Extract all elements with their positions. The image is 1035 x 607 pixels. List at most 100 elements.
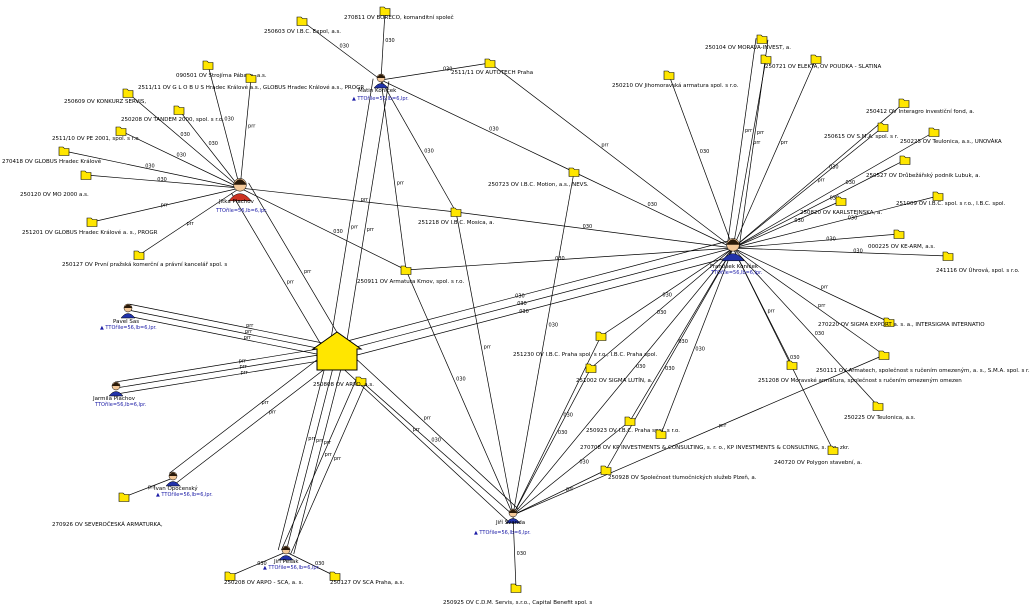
house-icon xyxy=(311,331,363,371)
person-name: Jiří Pešák xyxy=(273,558,299,565)
company-label: 250928 OV Společnost tlumočnických služe… xyxy=(608,474,757,481)
edge-label: 030 xyxy=(648,202,658,208)
edge-label: prr xyxy=(484,344,492,350)
company-node[interactable]: 2511/10 OV PE 2001, spol. s r.o. xyxy=(52,126,141,142)
company-node[interactable]: 250609 OV KONKURZ SERVIS, xyxy=(64,88,146,105)
folder-icon xyxy=(600,465,612,475)
company-node[interactable]: 251201 OV GLOBUS Hradec Králové a. s., P… xyxy=(22,217,158,236)
company-node[interactable]: 2511/11 OV AUTOTECH Praha xyxy=(451,58,533,76)
company-node[interactable]: 250120 OV MO 2000 a.s. xyxy=(20,170,92,198)
company-label: 240720 OV Polygon stavební, a. xyxy=(774,459,862,466)
folder-icon xyxy=(655,429,667,439)
edge-label: 030 xyxy=(826,236,836,242)
company-node[interactable]: 251002 OV SIGMA LUTÍN, a. xyxy=(576,363,653,384)
edge-label: prr xyxy=(745,128,753,134)
company-node[interactable]: 250808 OV ARPO, a.s. xyxy=(313,376,374,388)
company-node[interactable]: 250127 OV První pražská komerční a právn… xyxy=(62,250,227,268)
edge-label: 030 xyxy=(662,292,672,298)
company-node[interactable]: 241116 OV Úhrová, spol. s r.o. xyxy=(936,251,1020,274)
company-node[interactable]: 250104 OV MORAVA-INVEST, a. xyxy=(705,34,791,51)
folder-icon xyxy=(115,126,127,136)
company-node[interactable]: 251208 OV Moravské armatura, společnost … xyxy=(758,360,962,384)
company-node[interactable]: 251218 OV I.B.C. Mosica, a. xyxy=(418,207,494,226)
edge-label: 030 xyxy=(636,364,646,370)
edge-label: 030 xyxy=(180,132,190,138)
company-node[interactable]: 250208 OV ARPO - SCA, a. s. xyxy=(224,571,304,586)
edge-label: prr xyxy=(397,181,405,187)
company-label: 250120 OV MO 2000 a.s. xyxy=(20,192,89,198)
edge-label: prr xyxy=(246,323,254,329)
edge-p_jitka-c09 xyxy=(63,150,241,189)
company-node[interactable]: 270418 OV GLOBUS Hradec Králové xyxy=(2,146,102,165)
edge-p_jiri_s-c30 xyxy=(512,335,602,516)
edge-p_ivan-HOUSE xyxy=(169,346,334,474)
edge-label: prr xyxy=(287,279,295,285)
edge-label: prr xyxy=(248,124,256,130)
company-node[interactable]: 250923 OV I.B.C. Praha spol. s r.o. xyxy=(586,416,680,434)
company-node[interactable]: 250721 OV ELEKTA, xyxy=(760,54,819,70)
person-node[interactable]: Jiří Švanda▲ TTOřile=56,lb=6,lpr. xyxy=(474,508,531,536)
person-node[interactable]: Jiří Pešák▲ TTOřile=56,lb=6,lpr. xyxy=(263,545,320,571)
edge-p_jitka-HOUSE xyxy=(231,192,329,358)
company-node[interactable]: 240720 OV Polygon stavební, a. xyxy=(774,445,862,466)
company-node[interactable]: 250820 OV KARLSTEJNSKA, a. xyxy=(800,196,882,216)
person-node[interactable]: Matin Koníček▲ TTOřile=56,lb=6,lpr. xyxy=(352,73,409,102)
edge-label: 030 xyxy=(549,322,559,328)
person-detail: TTOřile=56,lb=6,lpr. xyxy=(215,207,268,214)
edge-label: prr xyxy=(240,364,248,370)
company-node[interactable]: 250911 OV Armatura Kmov, spol. s r.o. xyxy=(357,265,464,285)
edge-p_frant-c31 xyxy=(590,247,734,369)
company-node[interactable]: 270811 OV BORECO, komanditní společ xyxy=(344,6,454,21)
company-label: 250527 OV Drůbežářský podnik Lubuk, a. xyxy=(866,172,980,179)
folder-icon xyxy=(810,54,822,64)
company-label: 251218 OV I.B.C. Mosica, a. xyxy=(418,220,494,226)
company-node[interactable]: 250225 OV Teulonica, a.s., UNOVÁKA xyxy=(900,127,1002,145)
edge-label: prr xyxy=(818,177,826,183)
folder-icon xyxy=(379,6,391,16)
company-node[interactable]: 250412 OV Interagro investiční fond, a. xyxy=(866,98,975,115)
edge-p_matin-HOUSE xyxy=(344,81,390,354)
edge-p_frant-c16 xyxy=(726,38,757,248)
company-label: 250412 OV Interagro investiční fond, a. xyxy=(866,108,975,115)
edge-label: prr xyxy=(316,438,324,444)
company-node[interactable]: 250127 OV SCA Praha, a.s. xyxy=(329,571,405,586)
edge-p_frant-c24 xyxy=(732,200,842,249)
edge-label: 030 xyxy=(815,331,825,337)
company-node[interactable]: 270926 OV SEVEROČESKÁ ARMATURKA, xyxy=(52,492,163,528)
edge-p_jiri_s-c15 xyxy=(405,269,514,516)
company-label: 250603 OV I.B.C. Expol, a.s. xyxy=(264,29,341,35)
company-node[interactable]: 250225 OV Teulonica, a.s. xyxy=(844,401,916,421)
company-node[interactable]: 250208 OV TANDEM 2000, spol. s r.o. xyxy=(121,105,224,123)
company-node[interactable]: 250111 OV Armatech, společnost s ručením… xyxy=(816,350,1030,374)
company-node[interactable]: 090501 OV Strojírna Pábava, a.s. xyxy=(176,60,267,79)
person-node[interactable]: Pavel Sas▲ TTOřile=56,lb=6,lpr. xyxy=(100,303,157,331)
edge-label: prr xyxy=(367,227,375,233)
company-node[interactable]: 2511/11 OV G L O B U S Hradec Králové a.… xyxy=(138,73,364,91)
company-node[interactable]: 250210 OV Jihomoravská armatura spol. s … xyxy=(612,70,739,89)
company-node[interactable]: 250928 OV Společnost tlumočnických služe… xyxy=(600,465,757,481)
company-node[interactable]: 250723 OV I.B.C. Motion, a.s., NEVS. xyxy=(488,167,589,188)
company-node[interactable]: 000225 OV KE-ARM, a.s. xyxy=(868,229,935,250)
house-node[interactable] xyxy=(311,331,363,371)
company-node[interactable]: OV POUDKA - SLATINA xyxy=(810,54,882,70)
company-node[interactable]: 250925 OV C.D.M. Servis, s.r.o., Capital… xyxy=(443,583,592,606)
edge-label: prr xyxy=(821,285,829,291)
folder-icon xyxy=(133,250,145,260)
company-label: 250208 OV ARPO - SCA, a. s. xyxy=(224,580,304,586)
edge-label: 030 xyxy=(515,293,525,299)
edge-label: prr xyxy=(161,203,169,209)
company-node[interactable]: 270708 OV KP INVESTMENTS & CONSULTING, s… xyxy=(580,429,850,451)
company-node[interactable]: 251009 OV I.B.C. spol. s r.o., I.B.C. sp… xyxy=(896,191,1006,207)
company-node[interactable]: 251230 OV I.B.C. Praha spol. s r.o., I.B… xyxy=(513,331,657,358)
folder-icon xyxy=(932,191,944,201)
company-node[interactable]: 250527 OV Drůbežářský podnik Lubuk, a. xyxy=(866,155,980,179)
edge-label: prr xyxy=(304,269,312,275)
edge-label: prr xyxy=(719,423,727,429)
company-node[interactable]: 270220 OV SIGMA EXPORT a. s. a., INTERSI… xyxy=(818,317,985,328)
company-node[interactable]: 250615 OV S.M.A. spol. s r. xyxy=(824,122,898,140)
person-node[interactable]: Ivan Opočenský▲ TTOřile=56,lb=6,lpr. xyxy=(154,471,213,498)
company-node[interactable]: 250603 OV I.B.C. Expol, a.s. xyxy=(264,16,341,35)
